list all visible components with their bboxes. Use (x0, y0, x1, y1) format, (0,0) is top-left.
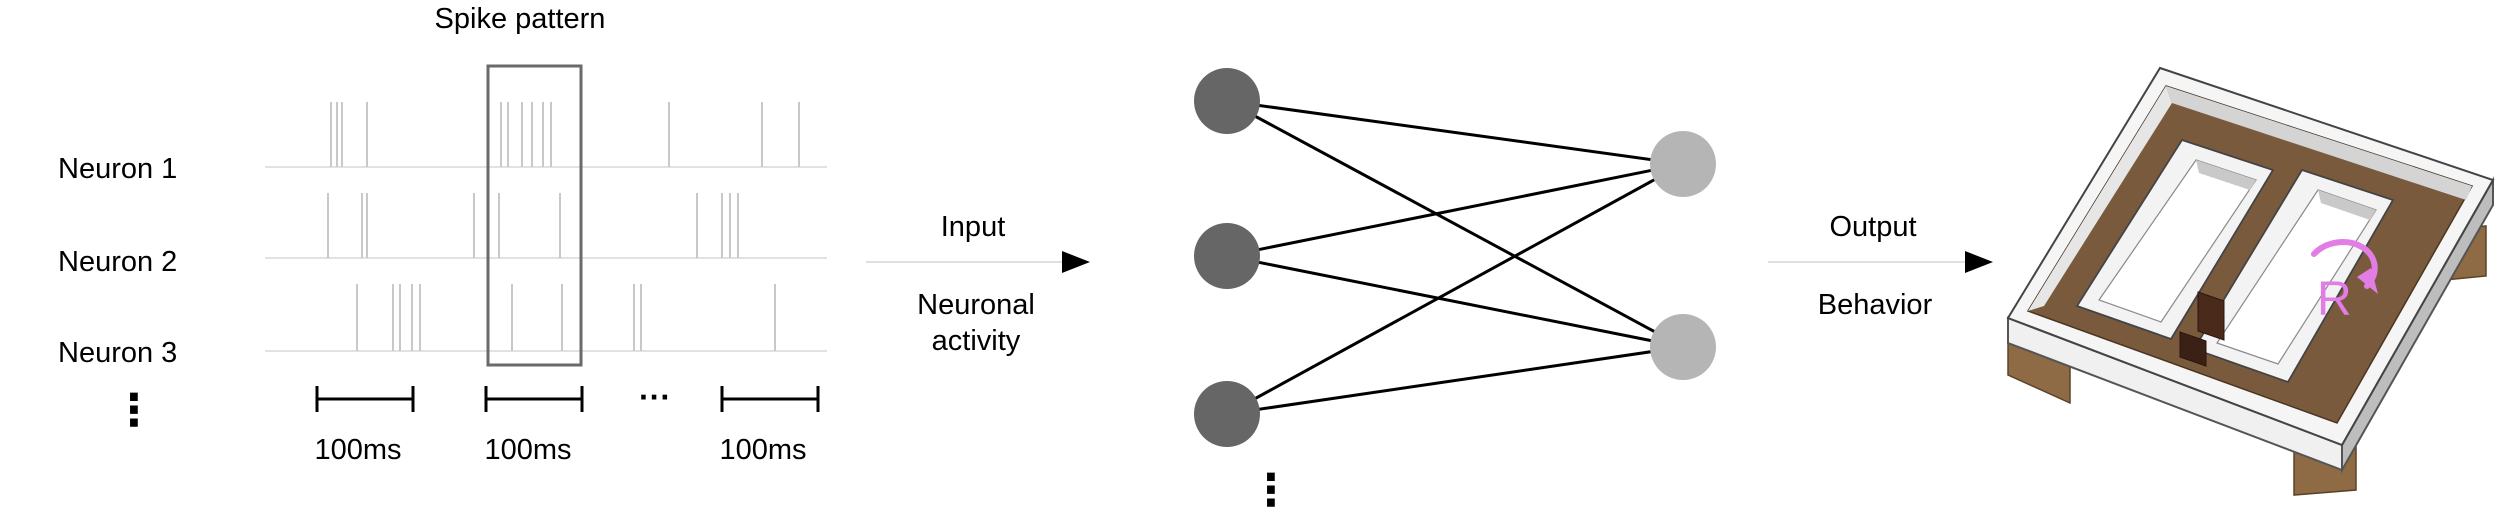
input-node-3 (1194, 381, 1260, 447)
output-arrow-group: Output Behavior (1768, 211, 1993, 321)
maze-inner-block-1-side (2196, 160, 2256, 190)
scale-bar-1 (315, 386, 415, 412)
maze-inner-block-1-hole (2098, 159, 2257, 323)
output-label: Output (1829, 211, 1916, 243)
input-label: Input (941, 211, 1006, 243)
network-edges (1226, 99, 1684, 416)
input-node-2 (1194, 223, 1260, 289)
neuron-label-1: Neuron 1 (58, 153, 177, 185)
reward-rotation-icon (2311, 239, 2378, 289)
maze-left-wall-shade (2028, 86, 2172, 311)
window-label-2: 100ms (484, 434, 571, 466)
maze-inner-block-2-side (2318, 190, 2376, 220)
scale-bar-2 (484, 386, 584, 412)
neuron-label-3: Neuron 3 (58, 337, 177, 369)
spike-pattern-panel: Spike pattern Neuron 1 Neuron 2 Neuron 3… (58, 3, 827, 466)
scale-bar-3 (720, 386, 820, 412)
output-node-2 (1650, 314, 1716, 380)
spike-train-neuron-3 (356, 284, 776, 351)
reward-label: R (2317, 273, 2352, 326)
behavior-label: Behavior (1818, 289, 1933, 321)
maze-illustration: R (2006, 66, 2495, 496)
input-arrowhead-icon (1062, 251, 1090, 273)
reward-arrowhead-icon (2357, 268, 2378, 294)
input-sublabel-line1: Neuronal (917, 289, 1035, 321)
window-label-3: 100ms (719, 434, 806, 466)
input-node-1 (1194, 68, 1260, 134)
maze-back-wall-shade (2166, 86, 2472, 200)
maze-door-2 (2179, 331, 2207, 367)
neural-network: ⋮ (1194, 68, 1716, 515)
input-arrow-group: Input Neuronal activity (866, 211, 1090, 357)
spike-baselines (265, 166, 827, 352)
neuron-label-2: Neuron 2 (58, 246, 177, 278)
maze-inner-block-2-hole (2216, 189, 2377, 365)
window-label-1: 100ms (314, 434, 401, 466)
spike-pattern-window (486, 64, 583, 367)
spike-train-neuron-2 (327, 193, 739, 258)
spike-train-neuron-1 (330, 102, 800, 167)
output-node-1 (1650, 131, 1716, 197)
more-neurons-ellipsis: ⋮ (112, 386, 156, 435)
more-nodes-ellipsis: ⋮ (1249, 466, 1293, 515)
output-arrowhead-icon (1965, 251, 1993, 273)
time-scale-bars (315, 386, 820, 412)
input-sublabel-line2: activity (932, 325, 1021, 357)
more-windows-ellipsis: ··· (639, 379, 671, 415)
spike-pattern-title: Spike pattern (435, 3, 606, 35)
maze-door-1 (2197, 291, 2225, 341)
